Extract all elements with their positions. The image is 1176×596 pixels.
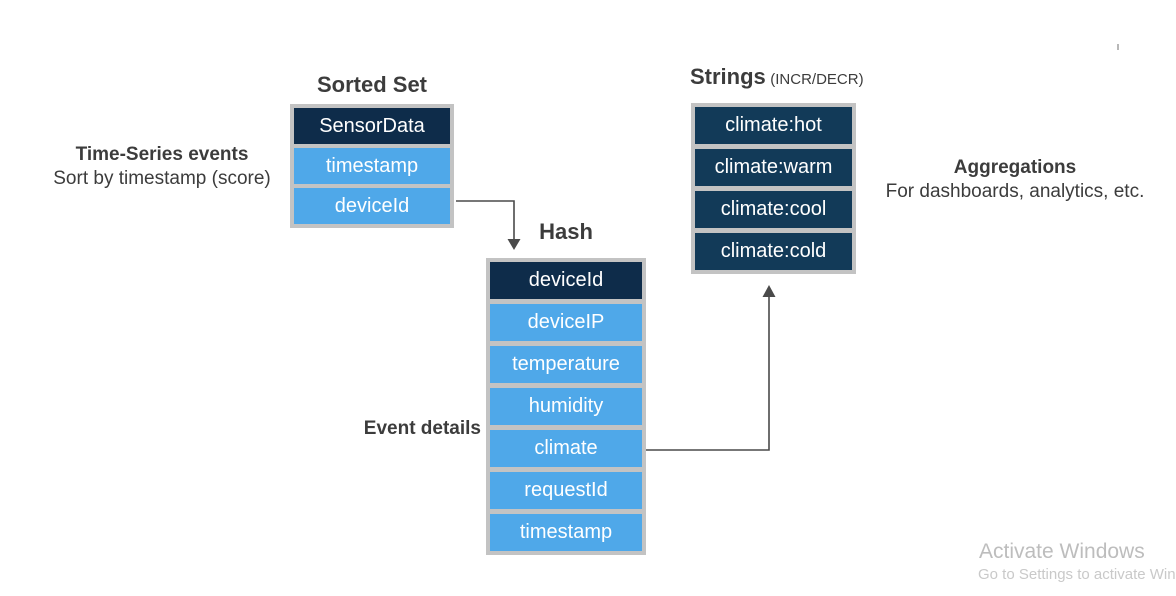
aggregations-annotation-subtitle: For dashboards, analytics, etc. — [885, 181, 1145, 202]
sorted-set-member-cell: deviceId — [294, 188, 450, 224]
aggregations-annotation: Aggregations For dashboards, analytics, … — [864, 156, 1166, 204]
hash-title: Hash — [539, 219, 593, 244]
activate-windows-watermark: Activate Windows — [979, 540, 1145, 563]
sorted-set-member-cell: timestamp — [294, 148, 450, 184]
sorted-set-box: SensorData timestamp deviceId — [290, 104, 454, 228]
hash-field-cell: climate — [490, 430, 642, 467]
hash-field-cell: deviceIP — [490, 304, 642, 341]
strings-title-row: Strings (INCR/DECR) — [690, 64, 864, 90]
time-series-annotation-title: Time-Series events — [75, 144, 249, 165]
time-series-annotation-subtitle: Sort by timestamp (score) — [53, 168, 271, 189]
strings-box: climate:hot climate:warm climate:cool cl… — [691, 103, 856, 274]
strings-title-note: (INCR/DECR) — [770, 71, 864, 88]
string-key-cell: climate:hot — [695, 107, 852, 144]
time-series-annotation: Time-Series events Sort by timestamp (sc… — [42, 143, 282, 191]
arrow-hash-to-strings — [646, 285, 776, 451]
sorted-set-title: Sorted Set — [316, 72, 428, 97]
hash-box: deviceId deviceIP temperature humidity c… — [486, 258, 646, 555]
activate-windows-watermark-subtext: Go to Settings to activate Win — [978, 566, 1176, 583]
hash-field-cell: requestId — [490, 472, 642, 509]
hash-field-cell: humidity — [490, 388, 642, 425]
strings-title: Strings — [690, 64, 766, 89]
event-details-annotation: Event details — [363, 418, 481, 439]
string-key-cell: climate:cold — [695, 233, 852, 270]
aggregations-annotation-title: Aggregations — [953, 157, 1077, 178]
sorted-set-key-cell: SensorData — [294, 108, 450, 144]
hash-key-cell: deviceId — [490, 262, 642, 299]
string-key-cell: climate:warm — [695, 149, 852, 186]
string-key-cell: climate:cool — [695, 191, 852, 228]
screen-artifact-dash — [1117, 44, 1119, 50]
hash-field-cell: timestamp — [490, 514, 642, 551]
hash-field-cell: temperature — [490, 346, 642, 383]
